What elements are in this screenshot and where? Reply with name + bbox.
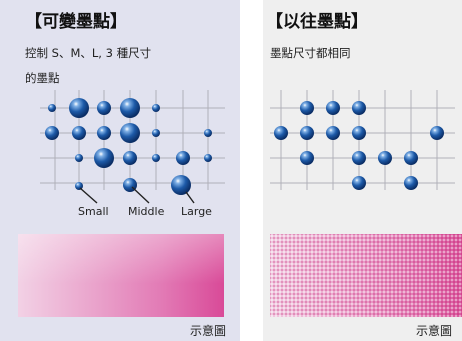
variable-dot-caption: 示意圖 <box>190 324 227 338</box>
ink-dots <box>274 101 444 190</box>
large-dot-label: Large <box>181 205 212 218</box>
variable-dot-description-line2: 的墨點 <box>25 71 60 85</box>
variable-dot-caption-bar <box>0 323 240 341</box>
label-leader-lines <box>79 186 195 204</box>
conventional-dot-caption-bar <box>263 323 462 341</box>
variable-dot-grid-diagram <box>40 90 225 204</box>
variable-dot-gradient-sample <box>18 234 224 317</box>
variable-dot-title: 【可變墨點】 <box>25 12 127 32</box>
small-dot-label: Small <box>78 205 109 218</box>
conventional-dot-description: 墨點尺寸都相同 <box>270 46 351 60</box>
conventional-dot-gradient-sample <box>270 234 462 317</box>
conventional-dot-title: 【以往墨點】 <box>266 12 368 32</box>
conventional-dot-grid-diagram <box>270 90 455 190</box>
variable-dot-description-line1: 控制 S、M、L, 3 種尺寸 <box>25 46 152 60</box>
ink-dots <box>45 98 212 195</box>
conventional-dot-caption: 示意圖 <box>416 324 453 338</box>
middle-dot-label: Middle <box>128 205 165 218</box>
